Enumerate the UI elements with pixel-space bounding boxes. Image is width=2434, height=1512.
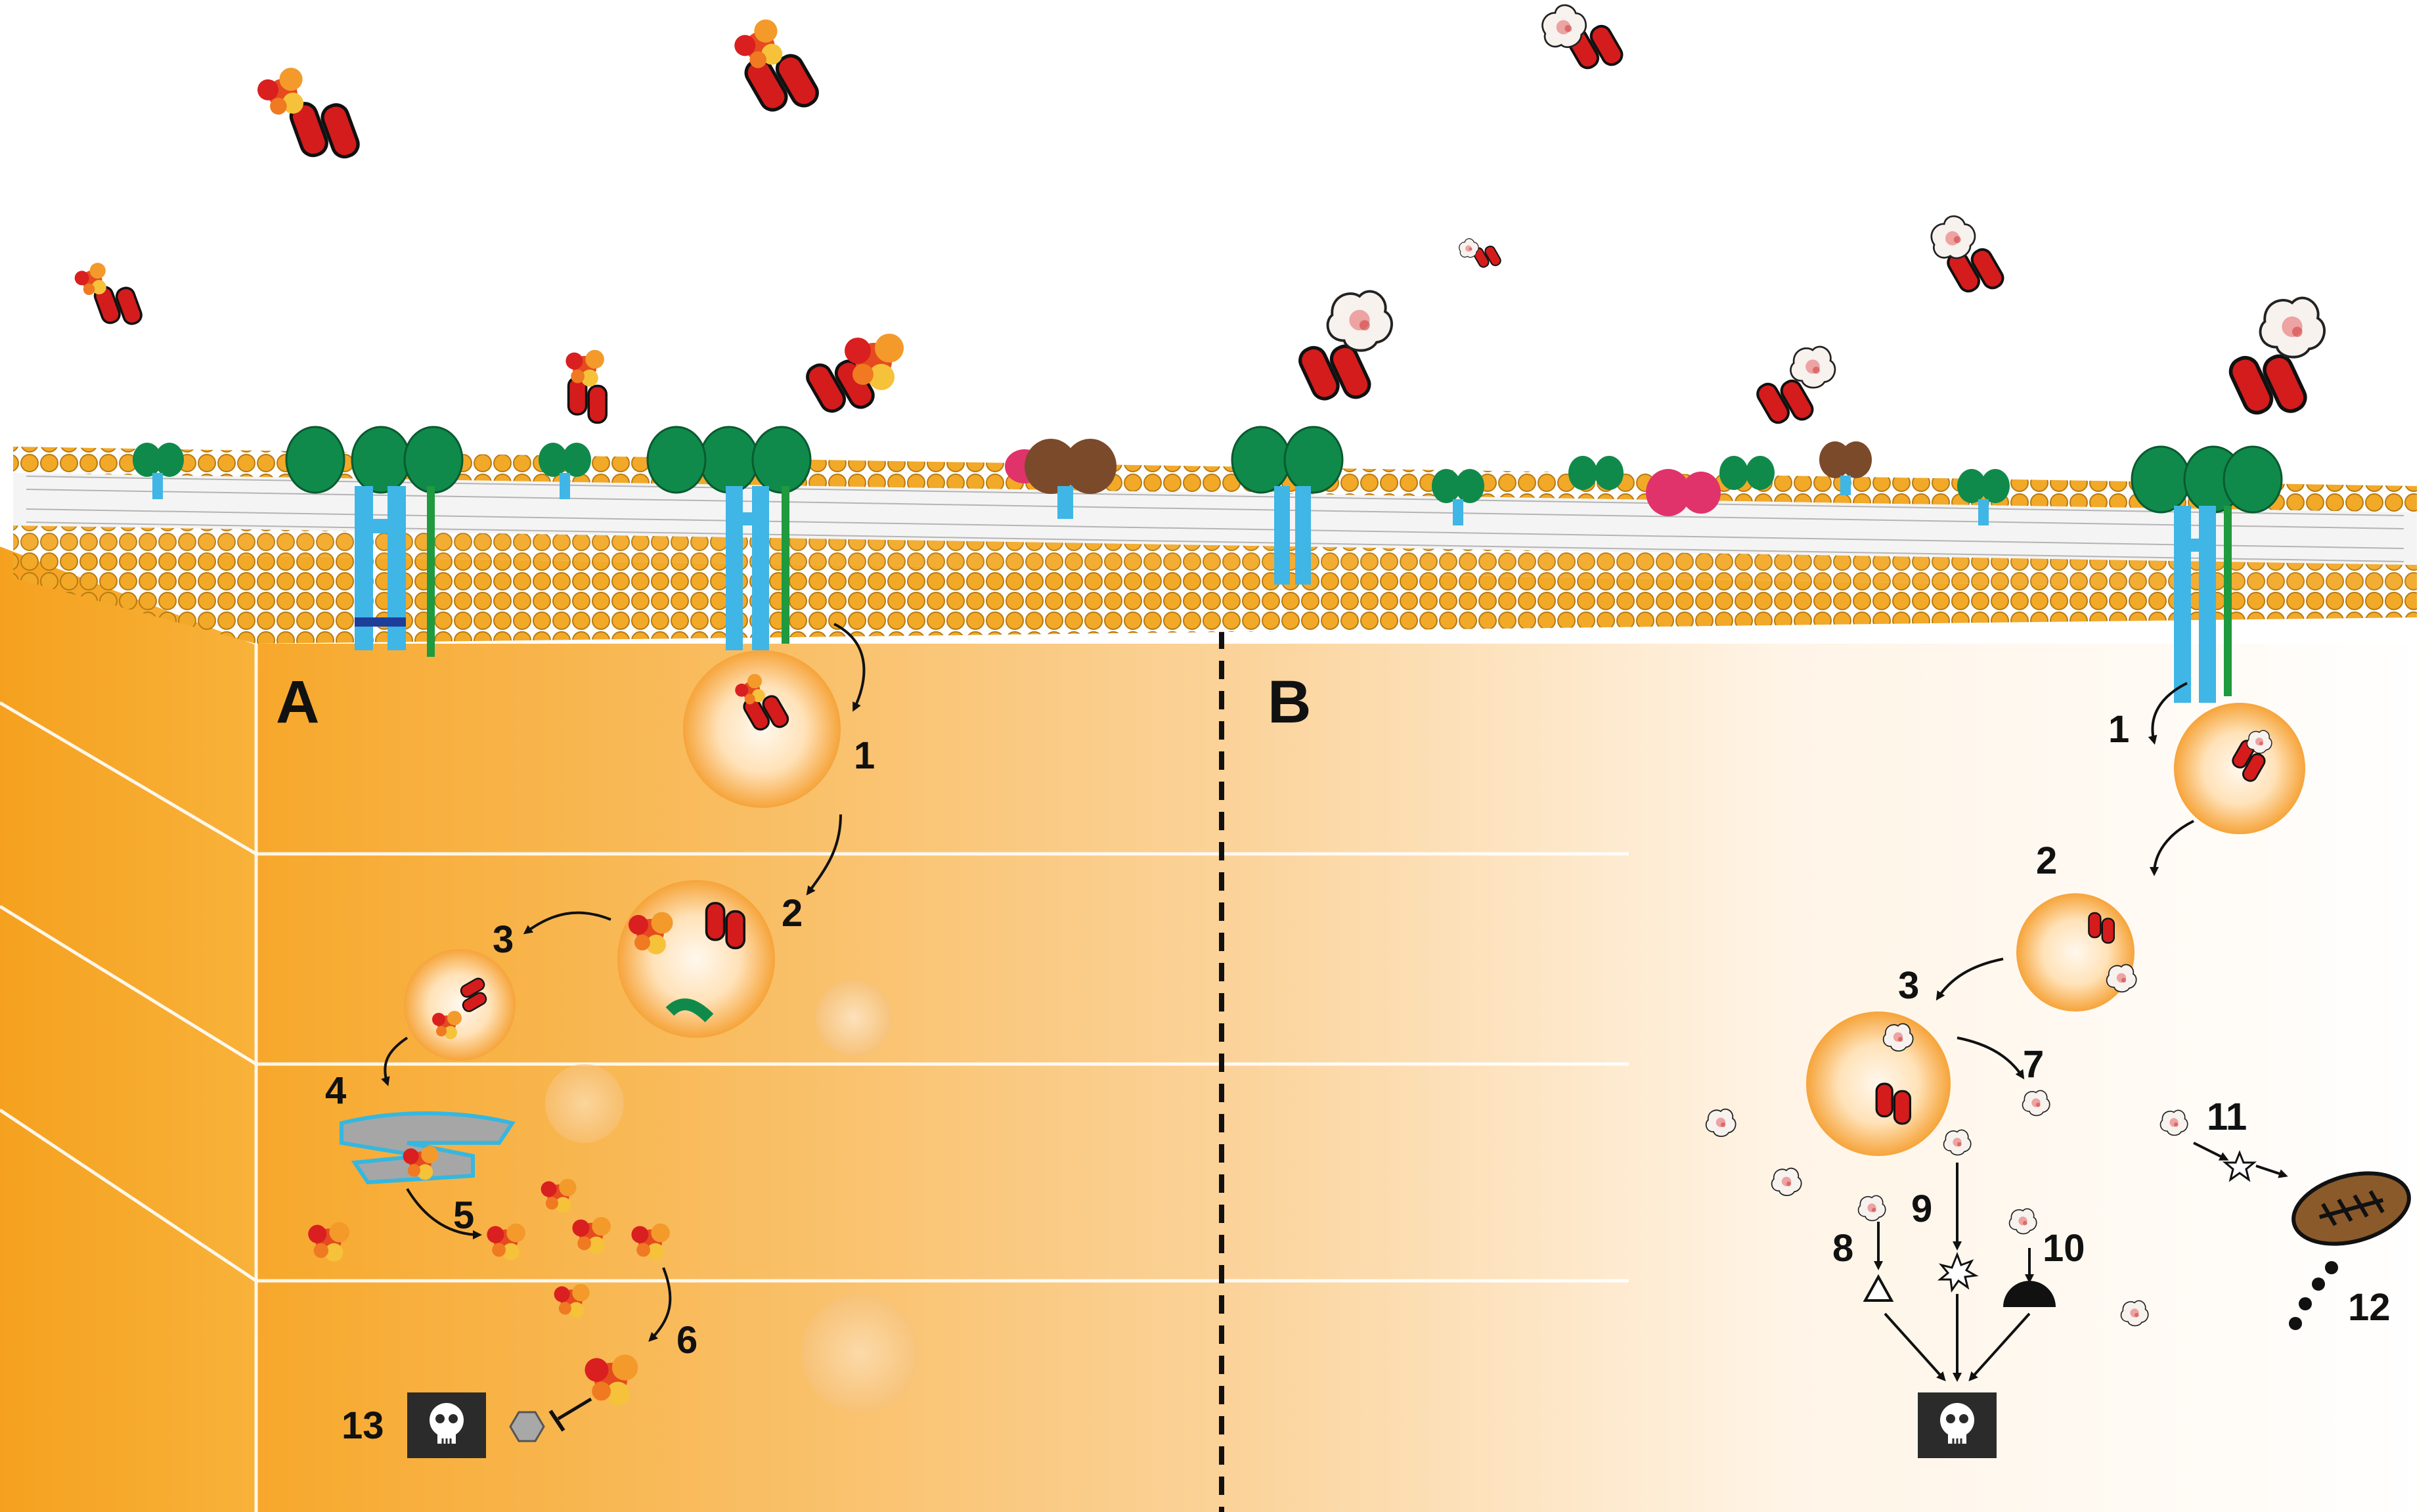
step-a-4: 4 bbox=[325, 1069, 346, 1112]
receptor-large-4 bbox=[2131, 296, 2326, 703]
golgi-icon bbox=[340, 1111, 516, 1185]
vesicle-faint-1 bbox=[816, 980, 892, 1056]
step-a-6: 6 bbox=[676, 1319, 697, 1362]
receptor-brown-2 bbox=[1819, 441, 1872, 495]
mitochondrion-icon bbox=[2291, 1171, 2411, 1246]
step-a-5: 5 bbox=[453, 1194, 474, 1237]
receptor-large-1 bbox=[285, 426, 464, 657]
receptor-cluster bbox=[1568, 345, 1836, 516]
adc-a-1 bbox=[253, 64, 361, 178]
skull-icon bbox=[1916, 1391, 1998, 1459]
panel-label-a: A bbox=[276, 669, 319, 736]
receptor-large-2 bbox=[646, 334, 904, 650]
step-b-8: 8 bbox=[1832, 1227, 1853, 1270]
step-a-13: 13 bbox=[342, 1404, 384, 1447]
step-b-11: 11 bbox=[2207, 1096, 2247, 1138]
adc-a-3 bbox=[72, 260, 145, 334]
adc-b-3 bbox=[1922, 209, 2008, 304]
star-icon bbox=[2222, 1149, 2257, 1182]
pathway-a: 1 2 3 4 5 6 bbox=[308, 623, 919, 1459]
step-b-10: 10 bbox=[2043, 1227, 2085, 1270]
receptor-small-3 bbox=[1432, 469, 1484, 525]
cell-membrane bbox=[13, 447, 2417, 644]
membrane-receptors bbox=[133, 290, 2326, 703]
receptor-small-4 bbox=[1957, 469, 2010, 525]
step-b-12: 12 bbox=[2348, 1286, 2391, 1329]
step-b-2: 2 bbox=[2036, 839, 2057, 882]
receptor-brown bbox=[1005, 439, 1117, 519]
endosome-b-1 bbox=[2174, 703, 2305, 834]
skull-icon bbox=[406, 1391, 487, 1459]
cell-cytoplasm bbox=[0, 544, 2434, 1512]
pathway-b: 1 2 3 7 8 9 10 bbox=[1705, 682, 2411, 1459]
triangle-target-icon bbox=[1863, 1274, 1894, 1302]
step-a-1: 1 bbox=[854, 734, 875, 777]
receptor-small-2 bbox=[539, 349, 608, 499]
endosome-b-2 bbox=[2016, 893, 2135, 1012]
free-conjugates bbox=[72, 0, 2008, 334]
step-b-3: 3 bbox=[1898, 964, 1919, 1007]
step-a-3: 3 bbox=[493, 918, 514, 961]
hexagon-inhibitor-icon bbox=[509, 1411, 545, 1442]
step-b-7: 7 bbox=[2023, 1043, 2044, 1086]
lysosome-b bbox=[1806, 1012, 1951, 1156]
vesicle-faint-3 bbox=[801, 1294, 919, 1412]
step-b-9: 9 bbox=[1911, 1188, 1932, 1230]
adc-b-1 bbox=[1533, 0, 1627, 81]
semicircle-target-icon bbox=[2003, 1281, 2056, 1307]
step-a-2: 2 bbox=[782, 892, 803, 935]
adc-b-2 bbox=[1455, 235, 1503, 274]
starburst-target-icon bbox=[1937, 1251, 1979, 1293]
vesicle-faint-2 bbox=[545, 1064, 624, 1143]
receptor-large-3 bbox=[1231, 290, 1394, 585]
lysosome-a bbox=[404, 949, 516, 1061]
receptor-small-1 bbox=[133, 443, 184, 499]
adc-a-2 bbox=[729, 15, 822, 124]
step-b-1: 1 bbox=[2108, 708, 2129, 751]
panel-label-b: B bbox=[1268, 669, 1311, 736]
